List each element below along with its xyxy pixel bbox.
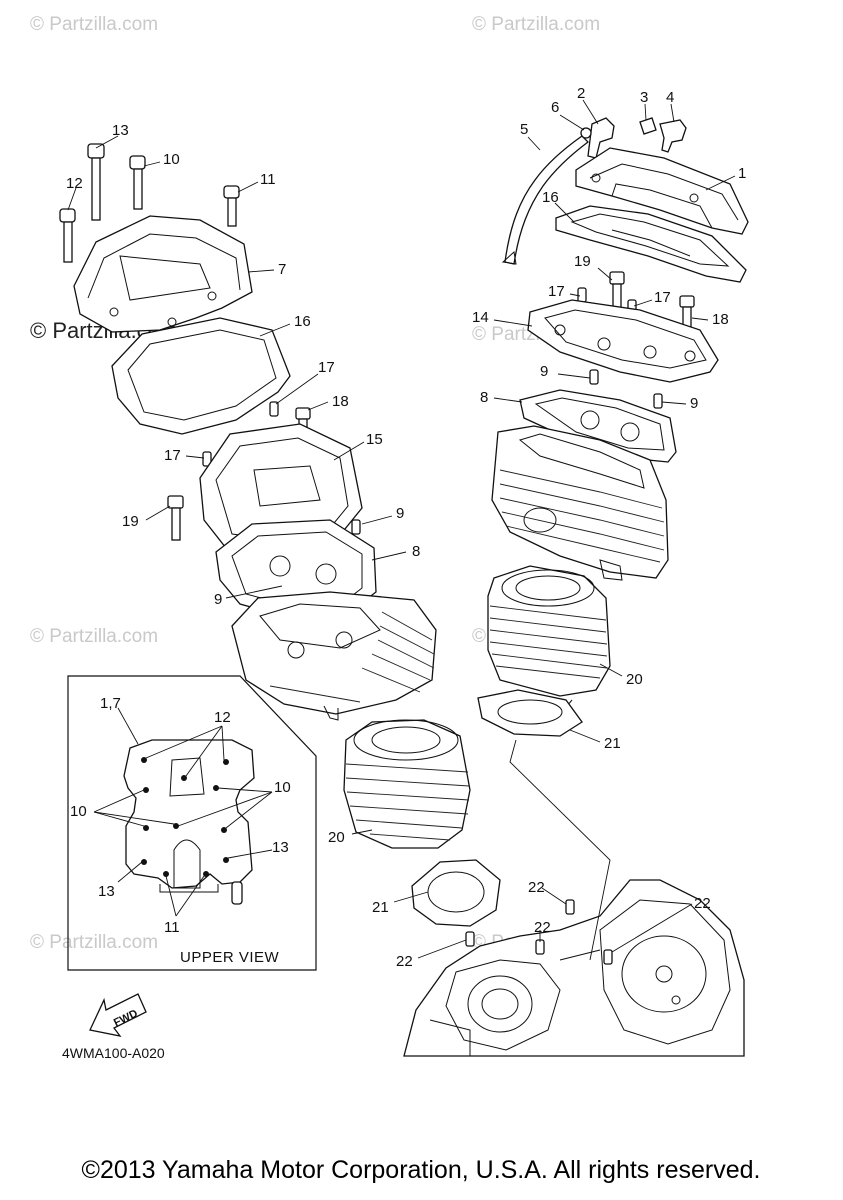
bolt-shank <box>91 157 101 221</box>
dowel-pin <box>351 519 361 535</box>
callout-22: 22 <box>528 879 545 896</box>
watermark: © Partzilla.com <box>30 14 158 35</box>
bolt <box>87 143 105 159</box>
fwd-arrow-icon <box>89 993 147 1037</box>
cylinder-head-front <box>231 591 437 715</box>
cylinder-rear <box>487 565 611 697</box>
forward-arrow: FWD 4WMA100-A020 <box>62 993 165 1061</box>
callout-8: 8 <box>480 389 488 406</box>
callout-9: 9 <box>690 395 698 412</box>
callout-6: 6 <box>551 99 559 116</box>
callout-3: 3 <box>640 89 648 106</box>
inset-label-10: 10 <box>274 779 291 796</box>
bolt-shank <box>63 221 73 263</box>
cylinder-gasket-front <box>411 859 501 927</box>
callout-18: 18 <box>332 393 349 410</box>
watermark: © Partzilla.com <box>472 14 600 35</box>
cylinder-head-cover-rear <box>575 147 749 235</box>
inset-label-11: 11 <box>164 919 180 936</box>
head-cover-gasket-front <box>111 317 291 435</box>
breather-fitting <box>587 117 615 159</box>
cylinder-front <box>343 719 471 849</box>
bolt <box>129 155 146 170</box>
inset-label-1-7: 1,7 <box>100 695 121 712</box>
callout-21: 21 <box>372 899 389 916</box>
inset-label-13: 13 <box>272 839 289 856</box>
callout-12: 12 <box>66 175 83 192</box>
dowel-pin <box>535 939 545 955</box>
callout-22: 22 <box>694 895 711 912</box>
callout-4: 4 <box>666 89 674 106</box>
callout-16: 16 <box>294 313 311 330</box>
dowel-pin <box>653 393 663 409</box>
callout-13: 13 <box>112 122 129 139</box>
callout-19: 19 <box>122 513 139 530</box>
callout-22: 22 <box>396 953 413 970</box>
callout-18: 18 <box>712 311 729 328</box>
bolt <box>59 208 76 223</box>
dowel-pin <box>202 451 212 467</box>
inset-label-13: 13 <box>98 883 115 900</box>
rear-cylinder-stack <box>477 117 749 737</box>
inset-frame <box>67 675 317 971</box>
diagram-code: 4WMA100-A020 <box>62 1045 165 1061</box>
breather-hose <box>504 135 589 265</box>
leader-lines <box>67 99 736 959</box>
inset-label-10: 10 <box>70 803 87 820</box>
cylinder-head-cover-front <box>73 215 253 333</box>
callout-7: 7 <box>278 261 286 278</box>
dowel-pin <box>589 369 599 385</box>
inset-fitting <box>231 881 243 905</box>
dowel-pin <box>565 899 575 915</box>
bolt-shank <box>171 507 181 541</box>
oil-fitting <box>659 119 687 153</box>
callout-17: 17 <box>654 289 671 306</box>
callout-17: 17 <box>164 447 181 464</box>
callout-15: 15 <box>366 431 383 448</box>
upper-view-inset: 1,7 12 10 10 13 13 11 UPPER VIEW <box>67 675 317 971</box>
callout-2: 2 <box>577 85 585 102</box>
callout-9: 9 <box>214 591 222 608</box>
bolt-shank <box>227 197 237 227</box>
dowel-pin <box>603 949 613 965</box>
dowel-pin <box>577 287 587 303</box>
inset-head-cover <box>123 739 255 889</box>
front-cylinder-stack <box>59 143 501 927</box>
callout-20: 20 <box>328 829 345 846</box>
callouts: 1 2 3 4 5 6 7 8 8 9 9 9 9 10 11 12 13 14… <box>66 85 746 970</box>
cylinder-head-cover-plate-rear <box>527 299 719 383</box>
assembly-line <box>509 739 611 961</box>
callout-17: 17 <box>318 359 335 376</box>
callout-9: 9 <box>396 505 404 522</box>
watermark: © Partzilla.com <box>30 626 158 647</box>
inset-label-12: 12 <box>214 709 231 726</box>
copyright-notice: ©2013 Yamaha Motor Corporation, U.S.A. A… <box>82 1156 761 1184</box>
callout-19: 19 <box>574 253 591 270</box>
callout-21: 21 <box>604 735 621 752</box>
callout-11: 11 <box>260 171 276 188</box>
callout-22: 22 <box>534 919 551 936</box>
callout-1: 1 <box>738 165 746 182</box>
callout-17: 17 <box>548 283 565 300</box>
callout-8: 8 <box>412 543 420 560</box>
hose-clip <box>580 127 592 139</box>
bolt <box>167 495 184 509</box>
callout-20: 20 <box>626 671 643 688</box>
union-bolt <box>639 117 657 135</box>
callout-9: 9 <box>540 363 548 380</box>
dowel-pin <box>465 931 475 947</box>
callout-14: 14 <box>472 309 489 326</box>
dowel-pin <box>269 401 279 417</box>
bolt <box>609 271 625 285</box>
cylinder-gasket-rear <box>477 689 583 737</box>
bolt <box>679 295 695 308</box>
bolt-shank <box>133 168 143 210</box>
watermark: © Partzilla.com <box>30 932 158 953</box>
callout-10: 10 <box>163 151 180 168</box>
bolt <box>223 185 240 199</box>
callout-5: 5 <box>520 121 528 138</box>
inset-caption: UPPER VIEW <box>180 949 280 966</box>
callout-16: 16 <box>542 189 559 206</box>
